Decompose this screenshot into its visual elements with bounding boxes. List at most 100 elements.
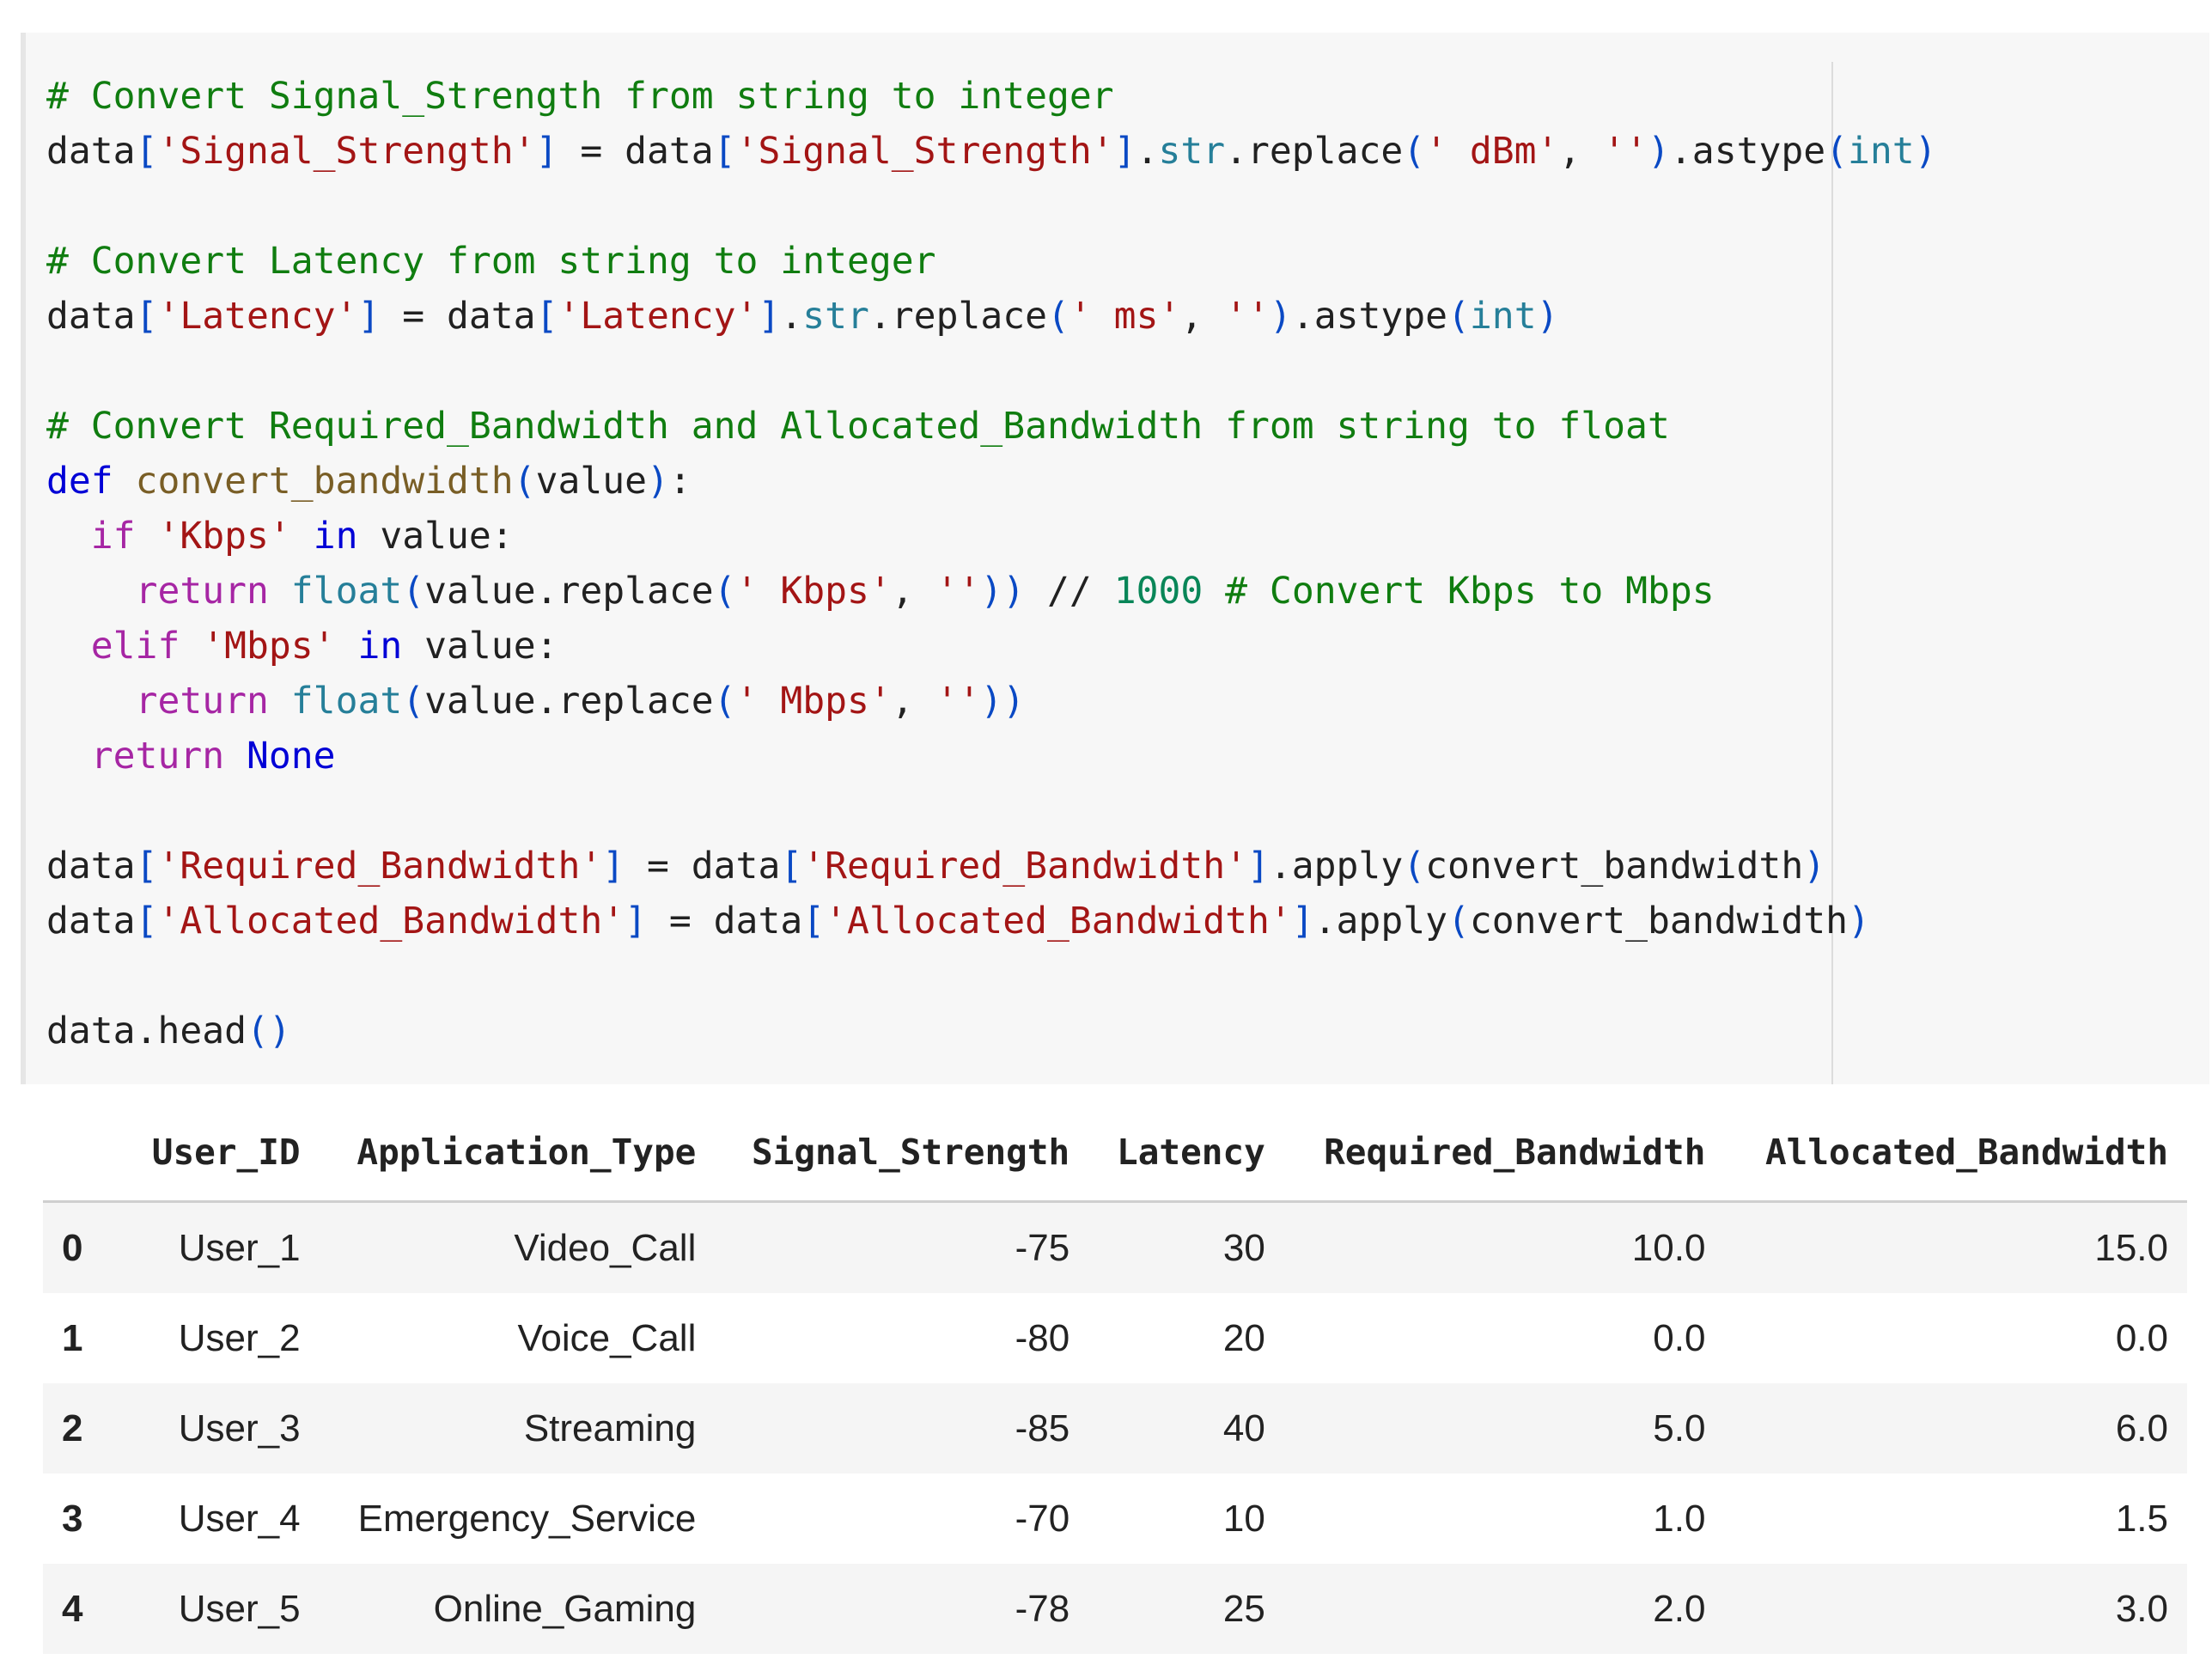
code-token: # Convert Required_Bandwidth and Allocat…	[46, 405, 1670, 448]
code-token: )	[1914, 130, 1937, 173]
code-line: data['Required_Bandwidth'] = data['Requi…	[46, 839, 1937, 894]
code-line: def convert_bandwidth(value):	[46, 454, 1937, 509]
code-token: .apply	[1269, 845, 1404, 888]
column-header: Signal_Strength	[715, 1104, 1089, 1203]
table-cell: 20	[1222, 1316, 1265, 1359]
code-token	[136, 515, 158, 558]
code-token: ]	[1113, 130, 1136, 173]
code-token: ''	[935, 680, 981, 723]
code-token: )	[1536, 295, 1559, 338]
code-token	[269, 570, 291, 613]
code-line: data['Signal_Strength'] = data['Signal_S…	[46, 124, 1937, 179]
code-token: = data	[558, 130, 714, 173]
code-token: ''	[1603, 130, 1648, 173]
code-token: value:	[402, 625, 558, 668]
code-token: [	[135, 900, 158, 943]
code-line: # Convert Required_Bandwidth and Allocat…	[46, 399, 1937, 454]
table-cell: 10	[1222, 1497, 1265, 1540]
code-token: # Convert Signal_Strength from string to…	[46, 75, 1114, 118]
table-cell: 10.0	[1631, 1226, 1706, 1269]
code-token: 'Kbps'	[157, 515, 291, 558]
code-token: return	[90, 735, 225, 778]
code-token: None	[247, 735, 336, 778]
code-token: )	[1803, 845, 1826, 888]
table-cell: 0.0	[1653, 1316, 1706, 1359]
code-line: data['Allocated_Bandwidth'] = data['Allo…	[46, 894, 1937, 949]
code-token	[269, 680, 291, 723]
table-cell: 1.0	[1653, 1497, 1706, 1540]
code-token: 'Required_Bandwidth'	[802, 845, 1247, 888]
code-token	[46, 570, 136, 613]
code-token: [	[535, 295, 558, 338]
code-token	[46, 515, 91, 558]
code-token: ' Kbps'	[735, 570, 892, 613]
code-token: (	[713, 570, 736, 613]
code-token: return	[135, 680, 269, 723]
code-token: (	[1403, 845, 1426, 888]
code-token: (	[1825, 130, 1849, 173]
table-cell: Streaming	[523, 1406, 697, 1449]
code-token: # Convert Latency from string to integer	[46, 240, 936, 283]
code-token: value.replace	[424, 680, 714, 723]
code-token: return	[135, 570, 269, 613]
code-token: data	[46, 130, 136, 173]
code-line: elif 'Mbps' in value:	[46, 619, 1937, 674]
code-token: in	[357, 625, 403, 668]
row-index: 2	[62, 1406, 83, 1449]
code-token: def	[46, 460, 113, 503]
code-token: float	[290, 570, 403, 613]
table-cell: User_5	[178, 1587, 301, 1630]
code-token	[113, 460, 136, 503]
code-token: (	[713, 680, 736, 723]
table-cell: -85	[1015, 1406, 1070, 1449]
code-token: str	[1158, 130, 1226, 173]
code-token: (	[402, 570, 425, 613]
code-token: [	[135, 295, 158, 338]
code-token: ]	[602, 845, 625, 888]
code-token: ' dBm'	[1425, 130, 1559, 173]
code-token: [	[780, 845, 803, 888]
code-token: 'Mbps'	[202, 625, 336, 668]
code-token: .	[1136, 130, 1159, 173]
code-token: ]	[625, 900, 647, 943]
table-cell: User_3	[178, 1406, 301, 1449]
code-token: value:	[357, 515, 514, 558]
table-cell: 5.0	[1653, 1406, 1706, 1449]
code-line: data.head()	[46, 1004, 1937, 1059]
code-token: ,	[1558, 130, 1604, 173]
code-token: ' Mbps'	[735, 680, 892, 723]
code-token: ]	[758, 295, 781, 338]
table-cell: -78	[1015, 1587, 1070, 1630]
code-token: (	[513, 460, 536, 503]
code-token: float	[290, 680, 403, 723]
code-token	[291, 515, 314, 558]
code-token	[180, 625, 202, 668]
code-token: ,	[891, 680, 936, 723]
table-cell: User_4	[178, 1497, 301, 1540]
code-token: int	[1848, 130, 1915, 173]
code-token: .astype	[1669, 130, 1826, 173]
code-token: )	[1648, 130, 1670, 173]
code-token: ]	[1246, 845, 1270, 888]
code-token: )	[1848, 900, 1870, 943]
code-token: ))	[980, 570, 1026, 613]
code-cell[interactable]: # Convert Signal_Strength from string to…	[21, 33, 2209, 1084]
code-token: 'Allocated_Bandwidth'	[157, 900, 625, 943]
code-token: convert_bandwidth	[135, 460, 514, 503]
code-token: data.head	[46, 1010, 247, 1053]
code-line: # Convert Signal_Strength from string to…	[46, 69, 1937, 124]
table-cell: 2.0	[1653, 1587, 1706, 1630]
code-line	[46, 179, 1937, 234]
row-index: 0	[62, 1226, 83, 1269]
code-token: data	[46, 845, 136, 888]
code-token: # Convert Kbps to Mbps	[1203, 570, 1715, 613]
code-token: elif	[90, 625, 180, 668]
code-token: ))	[980, 680, 1026, 723]
table-cell: 30	[1222, 1226, 1265, 1269]
table-cell: 25	[1222, 1587, 1265, 1630]
code-token: .astype	[1291, 295, 1448, 338]
code-editor[interactable]: # Convert Signal_Strength from string to…	[46, 69, 1937, 1059]
